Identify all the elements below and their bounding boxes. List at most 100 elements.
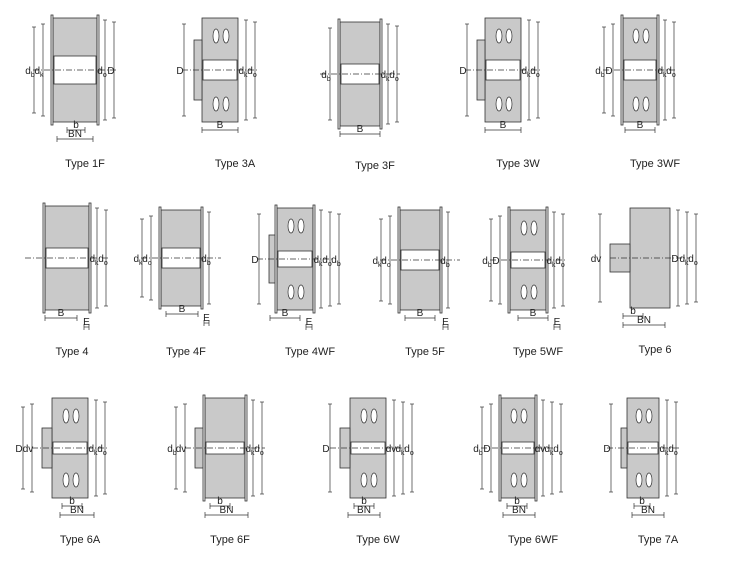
dim-left-label-do: do <box>142 254 152 267</box>
dim-label-BN: BN <box>357 505 371 516</box>
caption: Type 7A <box>637 534 679 546</box>
web-hole-top-2 <box>370 408 378 424</box>
dim-label-dk: dk <box>679 254 689 267</box>
dim-label-B: B <box>637 120 644 131</box>
web-hole-top <box>495 28 503 44</box>
dim-left-label-dk: dk <box>34 66 44 79</box>
dim-left-label-D: D <box>176 66 183 77</box>
dim-left-label-D: D <box>605 66 612 77</box>
dim-label-do: do <box>254 444 264 457</box>
web-hole-bottom-2 <box>297 284 305 300</box>
web-hole-top-2 <box>530 220 538 236</box>
dim-label-b: b <box>639 496 645 507</box>
dim-left-label-dv: dv <box>591 254 602 265</box>
dim-label-b: b <box>630 306 636 317</box>
dim-left-label-do: do <box>381 256 391 269</box>
dim-label-do: do <box>247 66 257 79</box>
dim-label-do: do <box>97 444 107 457</box>
dim-label-E: E <box>306 317 313 328</box>
dim-label-dk: dk <box>546 256 556 269</box>
dim-left-label-dv: dv <box>23 444 34 455</box>
dim-label-do: do <box>555 256 565 269</box>
caption: Type 4WF <box>284 346 336 358</box>
web-hole-top-2 <box>505 28 513 44</box>
dim-label-do: do <box>666 66 676 79</box>
caption: Type 1F <box>65 158 105 170</box>
dim-left-label-D: D <box>492 256 499 267</box>
dim-label-dk: dk <box>88 444 98 457</box>
dim-label-BN: BN <box>641 505 655 516</box>
dim-label-db: db <box>201 254 211 267</box>
web-hole-top <box>510 408 518 424</box>
dim-label-b: b <box>73 120 79 131</box>
web-hole-top <box>62 408 70 424</box>
dim-label-do: do <box>668 444 678 457</box>
dim-label-B: B <box>357 124 364 135</box>
web-hole-bottom-2 <box>642 96 650 112</box>
dim-left-label-db: db <box>595 66 605 79</box>
dim-label-E: E <box>83 317 90 328</box>
dim-label-dk: dk <box>313 255 323 268</box>
dim-left-label-db: db <box>321 70 331 83</box>
dim-left-label-db: db <box>482 256 492 269</box>
caption: Type 3A <box>214 158 256 170</box>
dim-left-label-D: D <box>15 444 22 455</box>
dim-left-label-dk: dk <box>372 256 382 269</box>
dim-label-dk: dk <box>380 70 390 83</box>
dim-label-dk: dk <box>245 444 255 457</box>
dim-left-label-db: db <box>167 444 177 457</box>
dim-label-E: E <box>554 317 561 328</box>
caption: Type 4 <box>55 346 89 358</box>
dim-label-dk: dk <box>544 444 554 457</box>
dim-label-BN: BN <box>68 129 82 140</box>
web-hole-bottom-2 <box>222 96 230 112</box>
web-hole-bottom <box>212 96 220 112</box>
dim-label-do: do <box>688 254 698 267</box>
dim-label-do: do <box>404 444 414 457</box>
web-hole-top <box>632 28 640 44</box>
caption: Type 6A <box>59 534 101 546</box>
web-hole-bottom <box>287 284 295 300</box>
web-hole-bottom-2 <box>645 472 653 488</box>
web-hole-top-2 <box>645 408 653 424</box>
dim-label-B: B <box>217 120 224 131</box>
caption: Type 3W <box>496 158 540 170</box>
web-hole-top-2 <box>642 28 650 44</box>
web-hole-bottom <box>495 96 503 112</box>
dim-left-label-db: db <box>25 66 35 79</box>
web-hole-top-2 <box>297 218 305 234</box>
dim-label-B: B <box>282 308 289 319</box>
dim-label-dk: dk <box>521 66 531 79</box>
dim-label-B: B <box>500 120 507 131</box>
caption: Type 3F <box>355 160 395 172</box>
web-hole-top <box>360 408 368 424</box>
dim-label-do: do <box>530 66 540 79</box>
dim-left-label-D: D <box>322 444 329 455</box>
dim-left-label-D: D <box>483 444 490 455</box>
web-hole-top-2 <box>520 408 528 424</box>
caption: Type 4F <box>166 346 206 358</box>
web-hole-top <box>212 28 220 44</box>
web-hole-top <box>287 218 295 234</box>
dim-label-BN: BN <box>637 315 651 326</box>
